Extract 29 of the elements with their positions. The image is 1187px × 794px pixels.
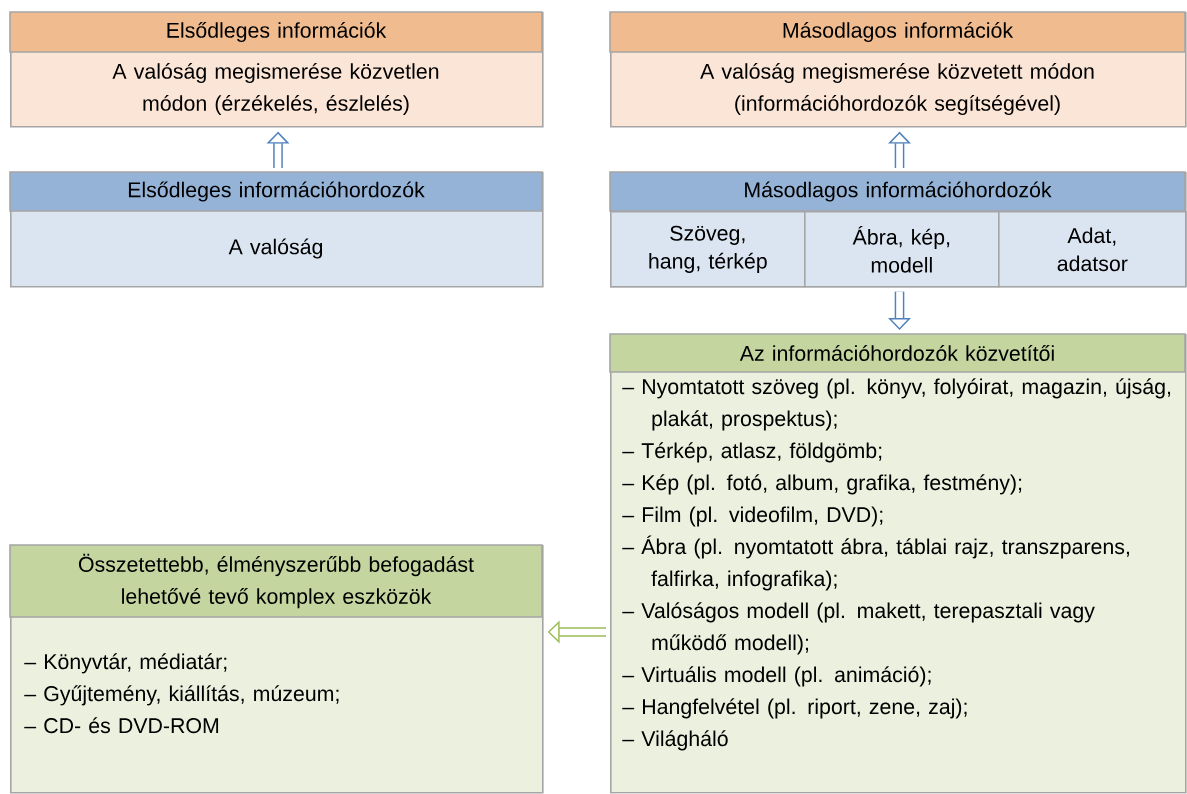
body-text: A valóság megismerése közvetlen módon (érzékelés, észlelés) — [112, 62, 439, 116]
list-item: – Hangfelvétel (pl. riport, zene, zaj); — [622, 698, 967, 719]
header-text: Összetettebb, élményszerűbb befogadást lehetővé tevő komplex eszközök — [78, 553, 474, 609]
titled-box — [9, 544, 544, 794]
table-cell: Ábra, kép, modell — [804, 211, 1000, 288]
list-item: – Ábra (pl. nyomtatott ábra, táblai rajz, transzparens, falfirka, infografika); — [622, 535, 1129, 591]
list-item: – Film (pl. videofilm, DVD); — [622, 506, 883, 527]
body-text: A valóság megismerése közvetett módon (információhordozók segítségével) — [700, 62, 1094, 116]
titled-box — [9, 171, 544, 288]
header-text: Elsődleges információk — [167, 21, 387, 43]
body-text: A valóság — [228, 238, 323, 259]
table-cell: Szöveg, hang, térkép — [610, 211, 806, 288]
header-text: Az információhordozók közvetítői — [739, 345, 1054, 361]
list-item: – Valóságos modell (pl. makett, terepasztali vagy működő modell); — [622, 602, 1095, 655]
titled-box — [9, 11, 544, 128]
list-item: – CD- és DVD-ROM — [24, 717, 219, 734]
header-text: Másodlagos információk — [783, 21, 1014, 43]
titled-box — [609, 333, 1187, 794]
titled-box — [609, 11, 1187, 128]
list-item: – Világháló — [622, 730, 728, 751]
list-item: – Virtuális modell (pl. animáció); — [622, 666, 931, 687]
list-item: – Nyomtatott szöveg (pl. könyv, folyóirat, magazin, újság, plakát, prospektus); — [622, 378, 1171, 431]
list-item: – Kép (pl. fotó, album, grafika, festmény); — [622, 474, 1022, 495]
header-text: Másodlagos információhordozók — [745, 181, 1052, 202]
header-text: Elsődleges információhordozók — [128, 181, 425, 202]
list-item: – Könyvtár, médiatár; — [24, 653, 227, 674]
list-item: – Gyűjtemény, kiállítás, múzeum; — [24, 685, 339, 706]
list-item: – Térkép, atlasz, földgömb; — [622, 442, 882, 463]
table-cell: Adat, adatsor — [998, 211, 1187, 288]
